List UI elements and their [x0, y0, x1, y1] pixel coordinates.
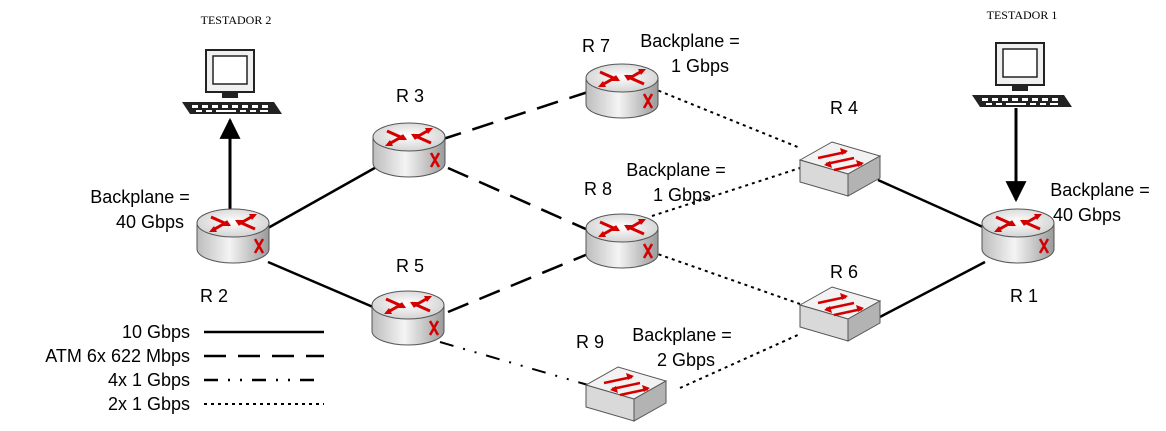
backplane-value: 2 Gbps: [657, 350, 715, 370]
link-r8-r6: [651, 251, 801, 305]
link-r3-r8: [447, 166, 589, 232]
router-label: R 8: [584, 179, 612, 199]
link-r9-r6: [679, 333, 801, 389]
backplane-label: Backplane =: [90, 187, 190, 207]
backplane-label: Backplane =: [626, 160, 726, 180]
tester-2: TESTADOR 2: [181, 13, 283, 115]
switch-r6: R 6: [798, 262, 882, 343]
legend: 10 Gbps ATM 6x 622 Mbps 4x 1 Gbps 2x 1 G…: [45, 322, 324, 414]
router-icon: [370, 289, 446, 347]
backplane-value: 40 Gbps: [116, 212, 184, 232]
router-r5: R 5: [370, 256, 446, 347]
legend-item-dotted: 2x 1 Gbps: [108, 394, 324, 414]
backplane-r8: Backplane = 1 Gbps: [626, 160, 726, 205]
router-r2: R 2: [195, 207, 271, 306]
switch-icon: [798, 285, 882, 343]
router-r3: R 3: [371, 86, 447, 179]
legend-label: 10 Gbps: [122, 322, 190, 342]
router-label: R 5: [396, 256, 424, 276]
tester-1: TESTADOR 1: [971, 8, 1073, 108]
backplane-label: Backplane =: [632, 325, 732, 345]
router-r8: R 8: [584, 179, 660, 270]
link-r3-r7: [439, 90, 589, 142]
link-r4-r1: [877, 178, 986, 230]
router-icon: [195, 207, 271, 265]
legend-label: ATM 6x 622 Mbps: [45, 346, 190, 366]
router-r1: R 1: [980, 207, 1056, 306]
link-r2-r5: [267, 260, 381, 312]
switch-icon: [798, 140, 882, 198]
router-r7: R 7: [582, 36, 660, 120]
computer-icon: [971, 42, 1073, 108]
link-r7-r4: [651, 87, 801, 149]
legend-item-dashed: ATM 6x 622 Mbps: [45, 346, 324, 366]
router-label: R 3: [396, 86, 424, 106]
router-icon: [371, 121, 447, 179]
backplane-label: Backplane =: [1050, 180, 1150, 200]
links: [219, 87, 1027, 389]
switch-r4: R 4: [798, 98, 882, 198]
switch-r9: R 9: [576, 332, 668, 423]
router-icon: [584, 62, 660, 120]
legend-item-dash-dot-dot: 4x 1 Gbps: [108, 370, 324, 390]
backplane-r1: Backplane = 40 Gbps: [1050, 180, 1150, 225]
link-r5-r8: [447, 252, 589, 314]
router-icon: [980, 207, 1056, 265]
backplane-r9: Backplane = 2 Gbps: [632, 325, 732, 370]
link-r5-r9: [439, 341, 589, 386]
router-label: R 1: [1010, 286, 1038, 306]
legend-label: 2x 1 Gbps: [108, 394, 190, 414]
backplane-r7: Backplane = 1 Gbps: [640, 31, 740, 76]
computer-icon: [181, 49, 283, 115]
link-r6-r1: [877, 260, 986, 320]
tester-label: TESTADOR 1: [987, 8, 1058, 22]
router-label: R 2: [200, 286, 228, 306]
backplane-label: Backplane =: [640, 31, 740, 51]
backplane-value: 1 Gbps: [671, 56, 729, 76]
switch-label: R 9: [576, 332, 604, 352]
link-r2-r3: [267, 163, 381, 230]
tester-label: TESTADOR 2: [201, 13, 272, 27]
backplane-r2: Backplane = 40 Gbps: [90, 187, 190, 232]
switch-label: R 6: [830, 262, 858, 282]
backplane-value: 1 Gbps: [653, 185, 711, 205]
legend-label: 4x 1 Gbps: [108, 370, 190, 390]
router-label: R 7: [582, 36, 610, 56]
switch-label: R 4: [830, 98, 858, 118]
legend-item-solid: 10 Gbps: [122, 322, 324, 342]
link-r8-r4: [651, 167, 801, 217]
router-icon: [584, 212, 660, 270]
backplane-value: 40 Gbps: [1053, 205, 1121, 225]
switch-icon: [584, 365, 668, 423]
